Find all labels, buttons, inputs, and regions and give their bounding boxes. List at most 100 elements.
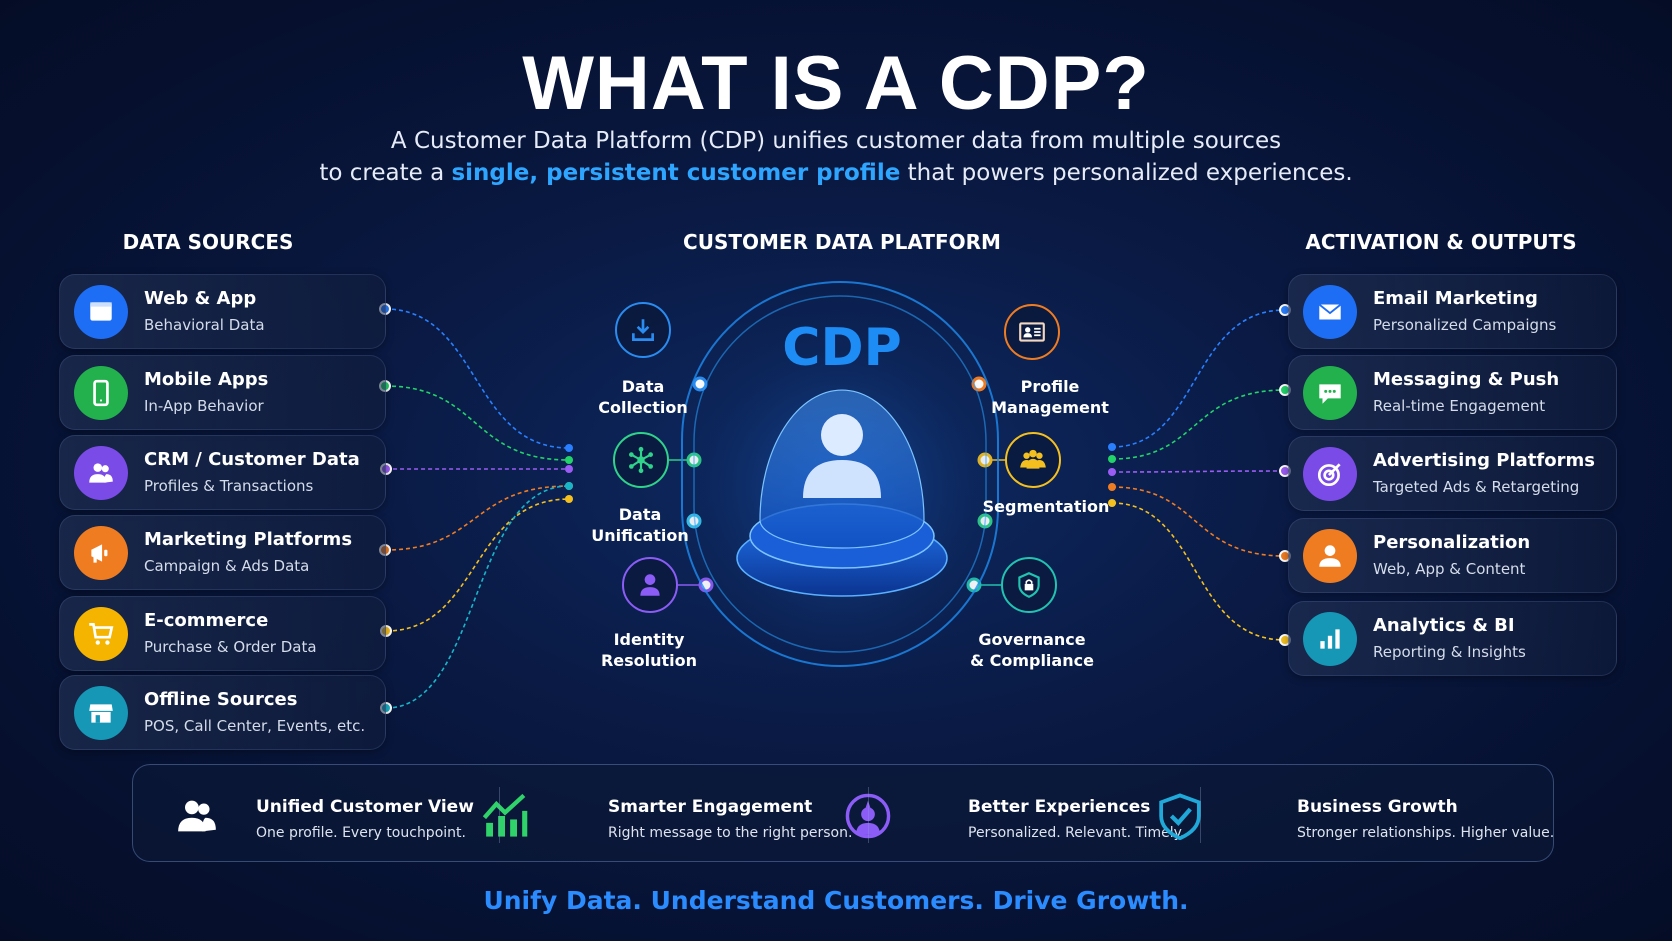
download-icon [632, 319, 654, 341]
source-subtitle: Profiles & Transactions [144, 477, 314, 495]
source-icon-badge [74, 446, 128, 500]
benefit-title: Smarter Engagement [608, 797, 813, 817]
benefit-subtitle: Right message to the right person. [608, 825, 853, 841]
feature-label-line: Collection [598, 398, 688, 417]
output-icon-badge [1303, 612, 1357, 666]
connector-dot [565, 444, 573, 452]
benefit-subtitle: Personalized. Relevant. Timely. [968, 825, 1185, 841]
output-card[interactable]: Email Marketing Personalized Campaigns [1288, 274, 1617, 349]
subtitle-text: that powers personalized experiences. [900, 160, 1353, 186]
store-icon [89, 704, 113, 723]
star-person-icon [845, 793, 891, 839]
source-subtitle: POS, Call Center, Events, etc. [144, 717, 366, 735]
benefit-icon [844, 792, 892, 844]
output-connector [1111, 486, 1286, 557]
subtitle-text: to create a [319, 160, 452, 186]
feature-segmentation-badge [1005, 432, 1061, 488]
source-title: Marketing Platforms [144, 529, 353, 550]
source-connector [384, 385, 570, 461]
output-icon-badge [1303, 285, 1357, 339]
source-title: CRM / Customer Data [144, 449, 360, 470]
subtitle-line2: to create a single, persistent customer … [0, 160, 1672, 186]
connector-dot [565, 495, 573, 503]
output-icon-badge [1303, 447, 1357, 501]
feature-governance-badge [1001, 557, 1057, 613]
output-connector [1111, 470, 1286, 473]
output-icon-badge [1303, 529, 1357, 583]
benefit-subtitle: Stronger relationships. Higher value. [1297, 825, 1555, 841]
benefit-subtitle: One profile. Every touchpoint. [256, 825, 466, 841]
connector-dot [1108, 499, 1116, 507]
browser-icon [90, 302, 112, 321]
output-card[interactable]: Advertising Platforms Targeted Ads & Ret… [1288, 436, 1617, 511]
mobile-icon [93, 379, 109, 407]
connector-dot [1108, 443, 1116, 451]
source-subtitle: Behavioral Data [144, 316, 265, 334]
output-subtitle: Web, App & Content [1373, 560, 1526, 578]
connector-dot [1108, 483, 1116, 491]
source-card[interactable]: Web & App Behavioral Data [59, 274, 386, 349]
source-title: Web & App [144, 288, 257, 309]
output-subtitle: Personalized Campaigns [1373, 316, 1557, 334]
source-connector [384, 485, 570, 551]
source-subtitle: In-App Behavior [144, 397, 264, 415]
benefit-icon [481, 792, 529, 844]
page-title: WHAT IS A CDP? [522, 41, 1150, 126]
subtitle-highlight: single, persistent customer profile [451, 160, 901, 186]
output-subtitle: Real-time Engagement [1373, 397, 1546, 415]
person-icon [1319, 545, 1341, 567]
source-card[interactable]: Mobile Apps In-App Behavior [59, 355, 386, 430]
source-icon-badge [74, 686, 128, 740]
source-connector [385, 485, 570, 709]
source-connector [384, 308, 570, 449]
feature-label-line: Management [991, 398, 1109, 417]
connector-dot [1108, 468, 1116, 476]
source-title: E-commerce [144, 610, 269, 631]
feature-data-badge [615, 302, 671, 358]
chat-icon [1319, 384, 1341, 404]
feature-label-line: Identity [613, 630, 685, 649]
section-title-platform: CUSTOMER DATA PLATFORM [683, 230, 1001, 254]
growth-chart-icon [482, 793, 528, 837]
source-card[interactable]: CRM / Customer Data Profiles & Transacti… [59, 435, 386, 510]
feature-label-line: Profile [1020, 377, 1080, 396]
output-connector [1111, 389, 1286, 460]
feature-label: Segmentation [966, 496, 1126, 517]
output-card[interactable]: Messaging & Push Real-time Engagement [1288, 355, 1617, 430]
output-icon-badge [1303, 366, 1357, 420]
connector-dot [1108, 455, 1116, 463]
output-card[interactable]: Analytics & BI Reporting & Insights [1288, 601, 1617, 676]
section-title-outputs: ACTIVATION & OUTPUTS [1305, 230, 1577, 254]
feature-label-line: Data [618, 505, 662, 524]
users-icon [178, 800, 216, 832]
id-card-icon [1019, 322, 1045, 342]
cart-icon [89, 623, 114, 645]
source-card[interactable]: Offline Sources POS, Call Center, Events… [59, 675, 386, 750]
output-card[interactable]: Personalization Web, App & Content [1288, 518, 1617, 593]
output-subtitle: Targeted Ads & Retargeting [1373, 478, 1580, 496]
benefit-icon [173, 792, 221, 844]
feature-label-line: Segmentation [982, 497, 1110, 516]
users-icon [89, 463, 113, 483]
benefit-icon [1156, 792, 1204, 844]
cdp-core-graphic [660, 270, 1020, 680]
target-icon [1317, 463, 1341, 487]
feature-label-line: Data [621, 377, 665, 396]
source-card[interactable]: E-commerce Purchase & Order Data [59, 596, 386, 671]
source-subtitle: Campaign & Ads Data [144, 557, 310, 575]
source-icon-badge [74, 366, 128, 420]
output-title: Analytics & BI [1373, 615, 1515, 636]
source-icon-badge [74, 607, 128, 661]
output-title: Advertising Platforms [1373, 450, 1595, 471]
feature-data-badge [613, 432, 669, 488]
source-card[interactable]: Marketing Platforms Campaign & Ads Data [59, 515, 386, 590]
feature-label-line: Unification [591, 526, 689, 545]
mail-icon [1318, 303, 1342, 320]
source-icon-badge [74, 285, 128, 339]
benefit-title: Business Growth [1297, 797, 1458, 817]
source-icon-badge [74, 526, 128, 580]
divider [868, 787, 869, 843]
